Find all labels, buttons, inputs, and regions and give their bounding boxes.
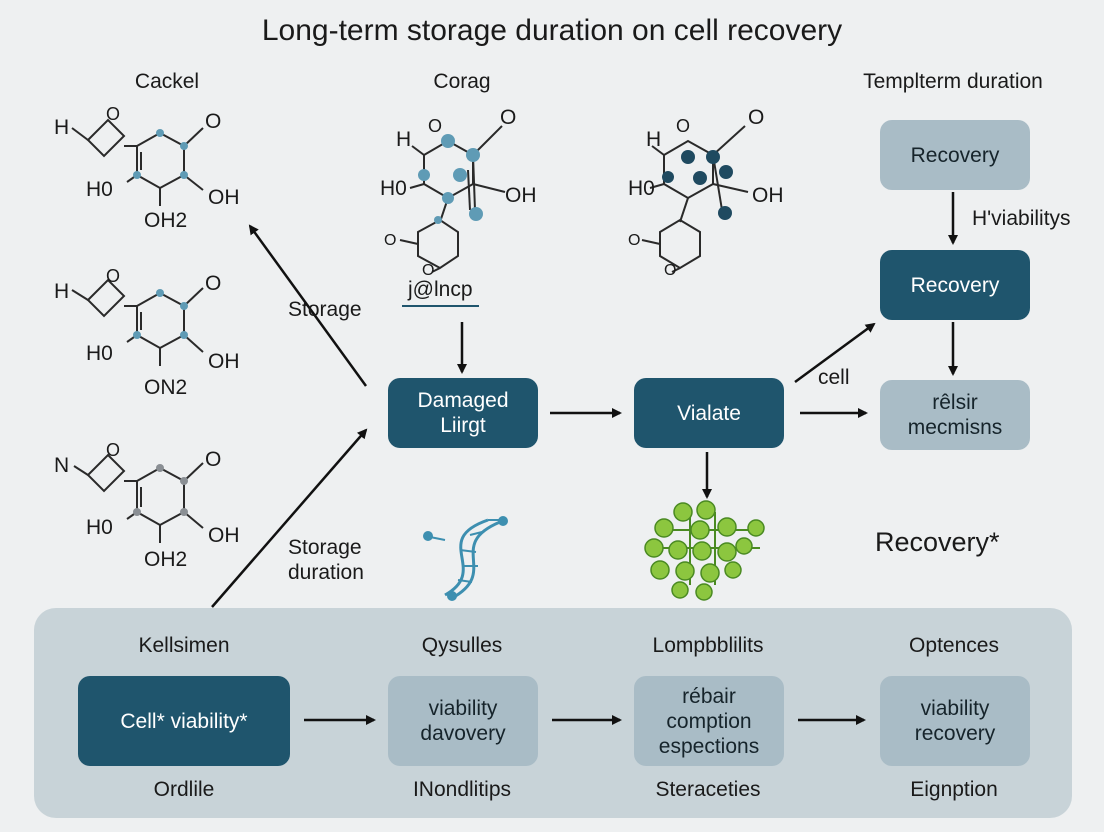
edge-label-viabilitys: H'viabilitys [972,207,1071,230]
arrow-storage-duration-up [211,428,368,608]
molecule-4-atom-o1: O [428,116,443,136]
molecule-1-atom-ring-o: O [106,104,121,124]
diagram-title: Long-term storage duration on cell recov… [261,14,843,47]
arrow-storage-up [248,224,368,387]
edge-label-storage-duration: Storage duration [288,536,364,584]
molecule-1-atom-o: O [205,110,222,133]
panel-box-3: rébair comption espections [634,676,784,766]
molecule-4-atom-ho: H0 [380,177,407,200]
panel-header-1: Kellsimen [138,634,230,657]
violate-node-label: Vialate [677,401,741,425]
molecule-5-nodes [662,150,733,220]
recovery-node-middle-label: Recovery [910,273,1000,297]
arrow-violate-recovery [794,322,876,384]
molecule-3-atom-oh: OH [208,524,240,547]
panel-box-2-label: viability davovery [420,697,506,745]
molecule-3-atom-o: O [205,448,222,471]
repair-node-label: rêlsir mecmisns [907,391,1003,439]
molecule-2-nodes [133,289,188,339]
molecule-1-atom-oh: OH [208,186,240,209]
molecule-5-atom-o: O [748,106,765,129]
molecule-2-atom-ho: H0 [86,342,113,365]
molecule-4-atom-o: O [500,106,517,129]
panel-box-4-label: viability recovery [914,697,996,745]
column-header-left: Cackel [134,70,200,93]
molecule-5-atom-ho: H0 [628,177,655,200]
molecule-5-atom-h: H [646,128,662,151]
panel-box-1: Cell* viability* [78,676,290,766]
panel-box-4: viability recovery [880,676,1030,766]
molecule-3-atom-oh2: OH2 [144,548,188,571]
molecule-2-atom-on2: ON2 [144,376,188,399]
molecule-4-atom-ring-o2: O [422,262,435,279]
dna-helix-icon [429,518,504,600]
molecule-5-atom-ring-o: O [628,232,641,249]
molecule-1-atom-ho: H0 [86,178,113,201]
panel-header-4: Optences [909,634,999,657]
damaged-node: Damaged Liirgt [388,378,538,448]
molecule-5-atom-ring-o2: O [664,262,677,279]
panel-footer-4: Eignption [910,778,998,801]
molecule-4-nodes [418,134,483,224]
panel-footer-3: Steraceties [655,778,761,801]
panel-footer-1: Ordlile [153,778,215,801]
panel-header-3: Lompbblilits [652,634,764,657]
molecule-4-atom-h: H [396,128,412,151]
panel-header-2: Qysulles [421,634,503,657]
molecule-5-atom-o1: O [676,116,691,136]
panel-box-1-label: Cell* viability* [120,709,248,733]
edge-label-storage: Storage [288,298,362,321]
molecule-4-atom-ring-o: O [384,232,397,249]
column-header-middle: Corag [433,70,491,93]
recovery-node-middle: Recovery [880,250,1030,320]
molecule-2-atom-h: H [54,280,70,303]
molecule-5-bonds [641,125,749,273]
molecule-1-atom-oh2: OH2 [144,209,188,232]
molecule-1-nodes [133,129,188,179]
column-header-right: Templterm duration [863,70,1043,93]
edge-label-cell: cell [818,366,850,389]
panel-box-2: viability davovery [388,676,538,766]
recovery-node-top-label: Recovery [910,143,1000,167]
molecule-2-atom-ring-o: O [106,266,121,286]
molecule-2-atom-oh: OH [208,350,240,373]
molecule-4-label: j@lncp [402,278,479,307]
molecule-1-atom-h: H [54,116,70,139]
molecule-3-nodes [133,464,188,516]
molecule-2-atom-o: O [205,272,222,295]
recovery-star-label: Recovery* [875,527,1000,557]
molecule-4-atom-oh: OH [505,184,537,207]
recovery-node-top: Recovery [880,120,1030,190]
molecule-3-atom-ho: H0 [86,516,113,539]
molecule-3-atom-ring-o: O [106,440,121,460]
molecule-5-atom-oh: OH [752,184,784,207]
repair-node: rêlsir mecmisns [880,380,1030,450]
molecule-3-atom-n: N [54,454,70,477]
panel-box-3-label: rébair comption espections [658,684,760,758]
damaged-node-label: Damaged Liirgt [417,389,509,437]
violate-node: Vialate [634,378,784,448]
panel-footer-2: INondlitips [412,778,512,801]
